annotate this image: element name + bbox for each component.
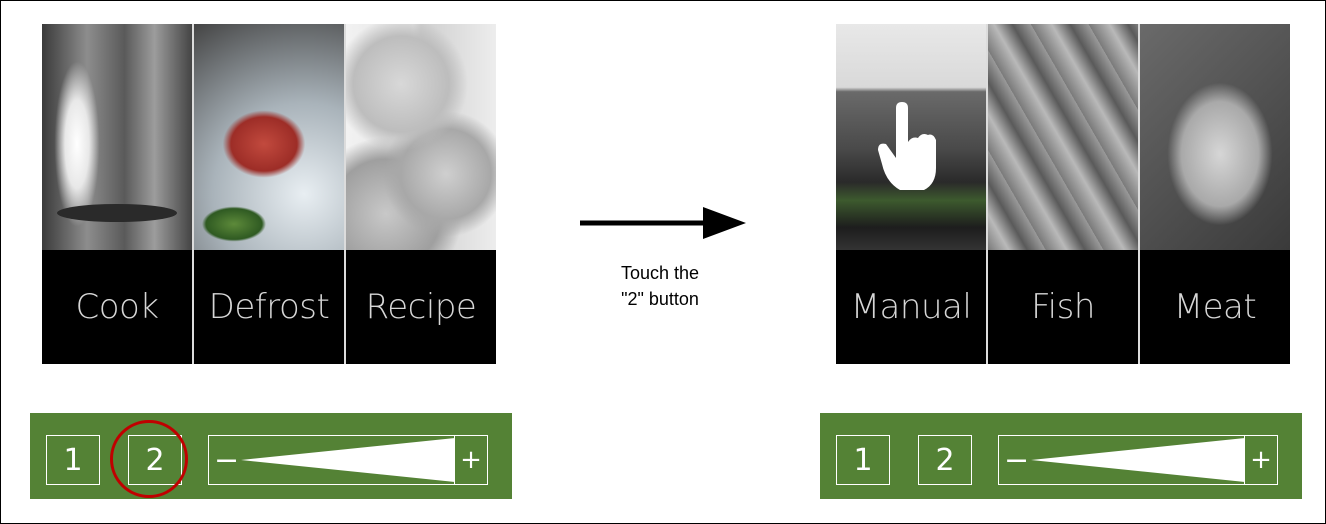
menu-screen-after: Manual Fish Meat bbox=[836, 24, 1290, 364]
minus-button[interactable]: − bbox=[1004, 436, 1029, 484]
tile-fish[interactable]: Fish bbox=[986, 24, 1138, 364]
recipe-photo bbox=[346, 24, 496, 250]
control-bar-before: 1 2 − + bbox=[30, 413, 512, 499]
minus-button[interactable]: − bbox=[214, 436, 239, 484]
level-slider[interactable]: − + bbox=[998, 435, 1278, 485]
tile-recipe[interactable]: Recipe bbox=[344, 24, 496, 364]
pointing-hand-icon bbox=[878, 102, 938, 197]
caption-line-2: "2" button bbox=[560, 286, 760, 312]
control-bar-after: 1 2 − + bbox=[820, 413, 1302, 499]
highlight-circle bbox=[110, 420, 188, 498]
menu-screen-before: Cook Defrost Recipe bbox=[42, 24, 496, 364]
tile-label: Recipe bbox=[346, 250, 496, 364]
tile-label: Manual bbox=[836, 250, 986, 364]
transition-caption: Touch the "2" button bbox=[560, 260, 760, 312]
slider-wedge bbox=[999, 436, 1277, 484]
tile-label: Meat bbox=[1140, 250, 1290, 364]
button-1[interactable]: 1 bbox=[46, 435, 100, 485]
tile-meat[interactable]: Meat bbox=[1138, 24, 1290, 364]
tile-label: Defrost bbox=[194, 250, 344, 364]
tile-defrost[interactable]: Defrost bbox=[192, 24, 344, 364]
caption-line-1: Touch the bbox=[560, 260, 760, 286]
tile-label: Fish bbox=[988, 250, 1138, 364]
level-slider[interactable]: − + bbox=[208, 435, 488, 485]
slider-wedge bbox=[209, 436, 487, 484]
button-1[interactable]: 1 bbox=[836, 435, 890, 485]
tile-cook[interactable]: Cook bbox=[42, 24, 192, 364]
plus-button[interactable]: + bbox=[454, 436, 487, 484]
tile-manual[interactable]: Manual bbox=[836, 24, 986, 364]
meat-photo bbox=[1140, 24, 1290, 250]
right-arrow-icon bbox=[578, 205, 748, 246]
cook-photo bbox=[42, 24, 192, 250]
tile-label: Cook bbox=[42, 250, 192, 364]
plus-button[interactable]: + bbox=[1244, 436, 1277, 484]
defrost-photo bbox=[194, 24, 344, 250]
button-2[interactable]: 2 bbox=[918, 435, 972, 485]
fish-photo bbox=[988, 24, 1138, 250]
